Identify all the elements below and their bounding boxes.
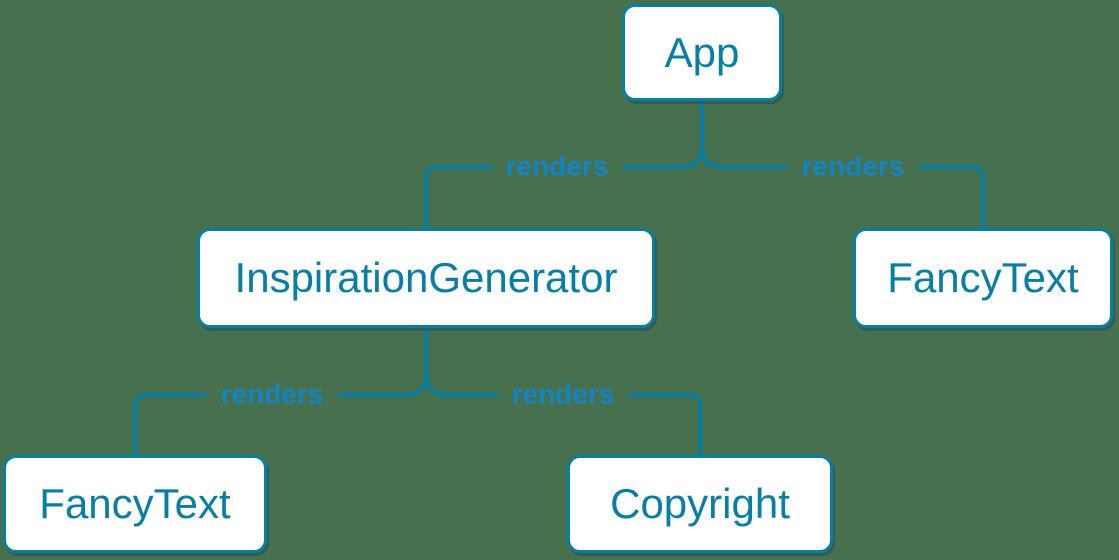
node-fancy-text-right: FancyText (853, 228, 1113, 328)
node-label: Copyright (610, 480, 790, 527)
node-inspiration-generator: InspirationGenerator (197, 228, 655, 328)
edge-label-renders: renders (491, 151, 623, 183)
node-label: InspirationGenerator (234, 254, 618, 301)
edge-label-renders: renders (497, 379, 629, 411)
node-fancy-text-left: FancyText (3, 455, 267, 553)
node-copyright: Copyright (567, 455, 833, 553)
node-label: FancyText (39, 480, 231, 527)
node-label: FancyText (887, 254, 1079, 301)
edge-label-renders: renders (206, 379, 338, 411)
edge-label-renders: renders (787, 151, 919, 183)
node-app: App (622, 4, 782, 101)
node-label: App (664, 28, 740, 76)
